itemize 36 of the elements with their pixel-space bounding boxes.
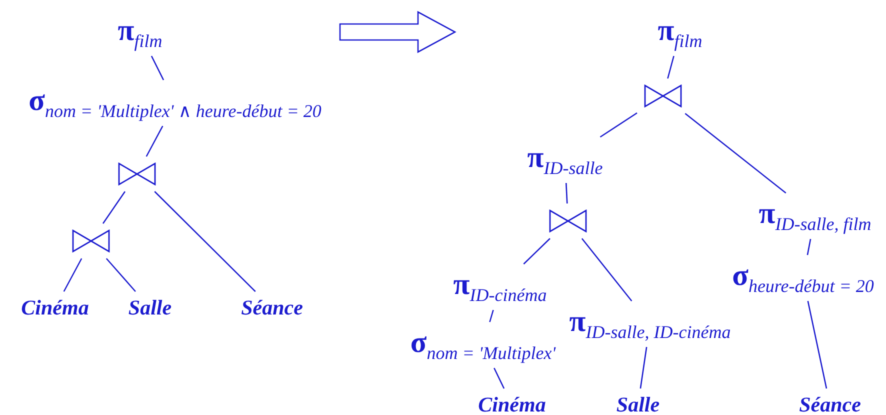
tree-edge	[581, 238, 632, 302]
operator-label: σ$_{nom = 'Multiplex' ∧ heure-début = 20}$	[26, 85, 324, 121]
tree-edge	[667, 56, 674, 79]
operator-label: π$_{film}$	[656, 15, 704, 51]
tree-edge	[684, 112, 786, 194]
tree-edge	[150, 56, 164, 80]
tree-edge	[146, 126, 164, 157]
operator-label: π$_{ID-cinéma}$	[451, 269, 549, 305]
relation-label: Cinéma	[19, 296, 91, 320]
join-symbol	[70, 228, 112, 254]
relation-label: Cinéma	[476, 394, 548, 415]
join-symbol	[116, 162, 158, 186]
join-symbol	[547, 208, 589, 234]
relation-label: Salle	[614, 394, 662, 415]
relation-label: Séance	[797, 394, 863, 415]
operator-label: π$_{ID-salle, ID-cinéma}$	[567, 306, 733, 342]
tree-edge	[489, 310, 494, 322]
tree-edge	[806, 238, 812, 256]
operator-label: π$_{film}$	[116, 15, 164, 51]
operator-label: π$_{ID-salle}$	[525, 142, 605, 178]
tree-edge	[154, 191, 256, 292]
tree-edge	[63, 258, 82, 292]
operator-label: σ$_{heure-début = 20}$	[730, 260, 876, 296]
tree-edge	[494, 368, 505, 389]
tree-edge	[106, 258, 136, 292]
tree-edge	[102, 191, 126, 224]
tree-edge	[523, 238, 550, 264]
tree-edge	[807, 300, 828, 389]
relation-label: Salle	[126, 296, 174, 320]
operator-label: σ$_{nom = 'Multiplex'}$	[408, 327, 558, 363]
tree-edge	[640, 346, 648, 389]
operator-label: π$_{ID-salle, film}$	[756, 198, 874, 234]
relation-label: Séance	[239, 296, 305, 320]
tree-edge	[565, 182, 568, 204]
tree-edge	[600, 112, 638, 138]
join-symbol	[642, 84, 684, 108]
